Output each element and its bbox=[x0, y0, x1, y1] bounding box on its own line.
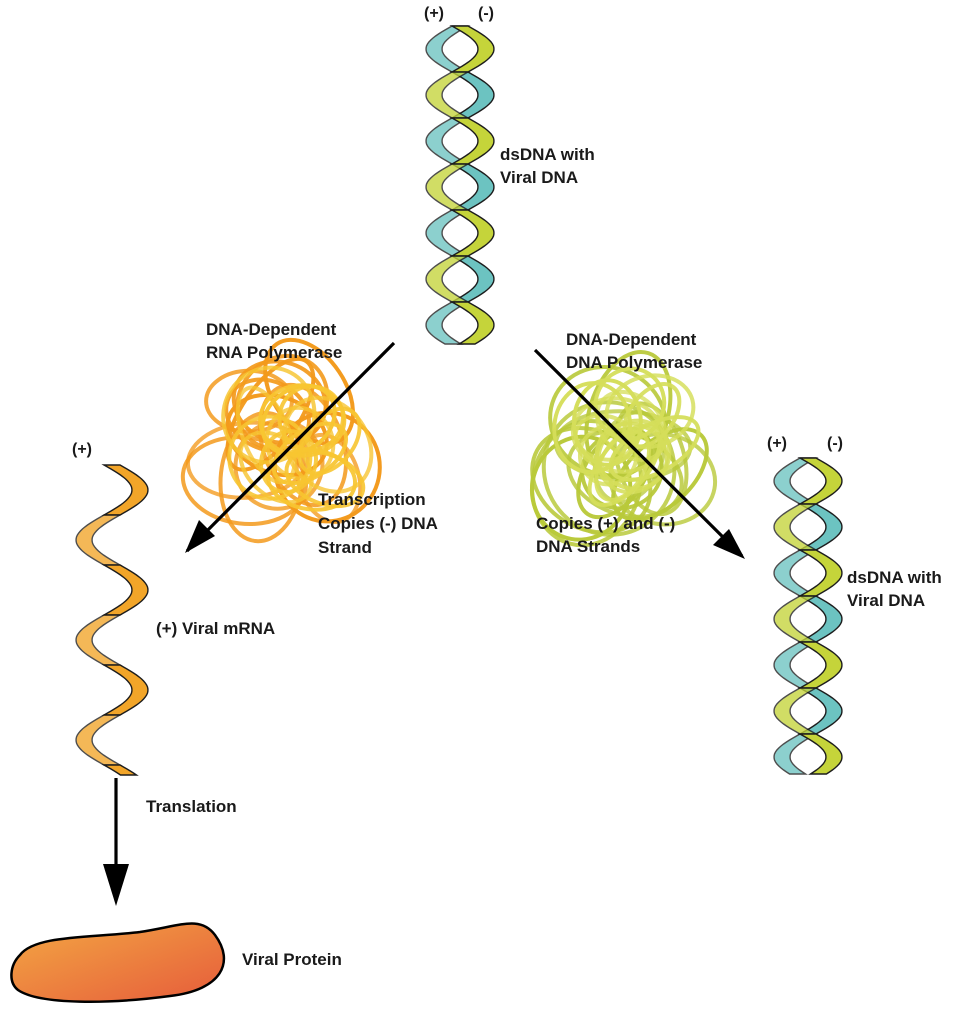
plus-strand-segment bbox=[797, 733, 843, 775]
transcription-arrowhead bbox=[185, 520, 215, 553]
viral-protein-caption: Viral Protein bbox=[242, 950, 342, 969]
top-helix-caption-line1: dsDNA with bbox=[500, 145, 595, 164]
rna-polymerase-loop bbox=[271, 421, 349, 486]
mrna-segment bbox=[75, 714, 123, 766]
plus-strand-segment bbox=[449, 301, 495, 345]
rna-polymerase-enzyme bbox=[180, 337, 382, 544]
minus-strand-segment bbox=[797, 503, 843, 551]
rna-polymerase-loop bbox=[234, 353, 330, 452]
top-dsdna-helix bbox=[425, 25, 495, 345]
minus-strand-segment bbox=[425, 25, 471, 73]
plus-strand-segment bbox=[449, 117, 495, 165]
mrna-caption: (+) Viral mRNA bbox=[156, 619, 276, 638]
plus-strand-segment bbox=[797, 641, 843, 689]
minus-strand-segment bbox=[773, 733, 819, 775]
top-helix-caption-line2: Viral DNA bbox=[500, 168, 579, 187]
right-helix-minus-label: (-) bbox=[827, 435, 843, 452]
replication-arrowhead bbox=[713, 529, 745, 559]
mrna-plus-label: (+) bbox=[72, 441, 92, 458]
replication-arrow bbox=[533, 348, 744, 558]
rna-polymerase-label-line2: RNA Polymerase bbox=[206, 343, 343, 362]
plus-strand-segment bbox=[425, 255, 471, 303]
plus-strand-segment bbox=[797, 457, 843, 505]
replication-label-line1: Copies (+) and (-) bbox=[536, 514, 676, 533]
right-helix-caption-line1: dsDNA with bbox=[847, 568, 942, 587]
transcription-label-line2: Copies (-) DNA bbox=[318, 514, 438, 533]
right-dsdna-helix bbox=[773, 457, 843, 775]
dna-polymerase-enzyme bbox=[529, 349, 718, 548]
mrna-segment bbox=[101, 764, 139, 776]
minus-strand-segment bbox=[773, 549, 819, 597]
mrna-segment bbox=[75, 614, 123, 666]
plus-strand-segment bbox=[449, 25, 495, 73]
dna-polymerase-label-line2: DNA Polymerase bbox=[566, 353, 703, 372]
translation-label: Translation bbox=[146, 797, 237, 816]
translation-arrowhead bbox=[103, 864, 129, 906]
rna-polymerase-label-line1: DNA-Dependent bbox=[206, 320, 337, 339]
minus-strand-segment bbox=[425, 209, 471, 257]
mrna-segment bbox=[101, 464, 149, 516]
viral-protein-shape bbox=[10, 922, 226, 1003]
right-helix-caption-line2: Viral DNA bbox=[847, 591, 926, 610]
plus-strand-segment bbox=[797, 549, 843, 597]
plus-strand-segment bbox=[425, 71, 471, 119]
dna-polymerase-label-line1: DNA-Dependent bbox=[566, 330, 697, 349]
transcription-label-line1: Transcription bbox=[318, 490, 426, 509]
minus-strand-segment bbox=[773, 641, 819, 689]
minus-strand-segment bbox=[449, 163, 495, 211]
dna-polymerase-loop bbox=[572, 378, 643, 467]
plus-strand-segment bbox=[773, 503, 819, 551]
minus-strand-segment bbox=[449, 71, 495, 119]
replication-label-line2: DNA Strands bbox=[536, 537, 641, 556]
minus-strand-segment bbox=[425, 117, 471, 165]
plus-strand-segment bbox=[773, 595, 819, 643]
mrna-segment bbox=[101, 564, 149, 616]
mrna-segment bbox=[101, 664, 149, 716]
minus-strand-segment bbox=[797, 595, 843, 643]
rna-polymerase-loop bbox=[266, 447, 358, 512]
minus-strand-segment bbox=[773, 457, 819, 505]
right-helix-plus-label: (+) bbox=[767, 435, 787, 452]
rna-polymerase-loop bbox=[227, 414, 313, 501]
viral-mrna-strand bbox=[75, 464, 149, 776]
minus-strand-segment bbox=[797, 687, 843, 735]
plus-strand-segment bbox=[425, 163, 471, 211]
top-helix-minus-label: (-) bbox=[478, 5, 494, 22]
plus-strand-segment bbox=[449, 209, 495, 257]
transcription-label-line3: Strand bbox=[318, 538, 372, 557]
transcription-arrow bbox=[185, 341, 396, 553]
minus-strand-segment bbox=[449, 255, 495, 303]
mrna-segment bbox=[75, 514, 123, 566]
top-helix-plus-label: (+) bbox=[424, 5, 444, 22]
plus-strand-segment bbox=[773, 687, 819, 735]
